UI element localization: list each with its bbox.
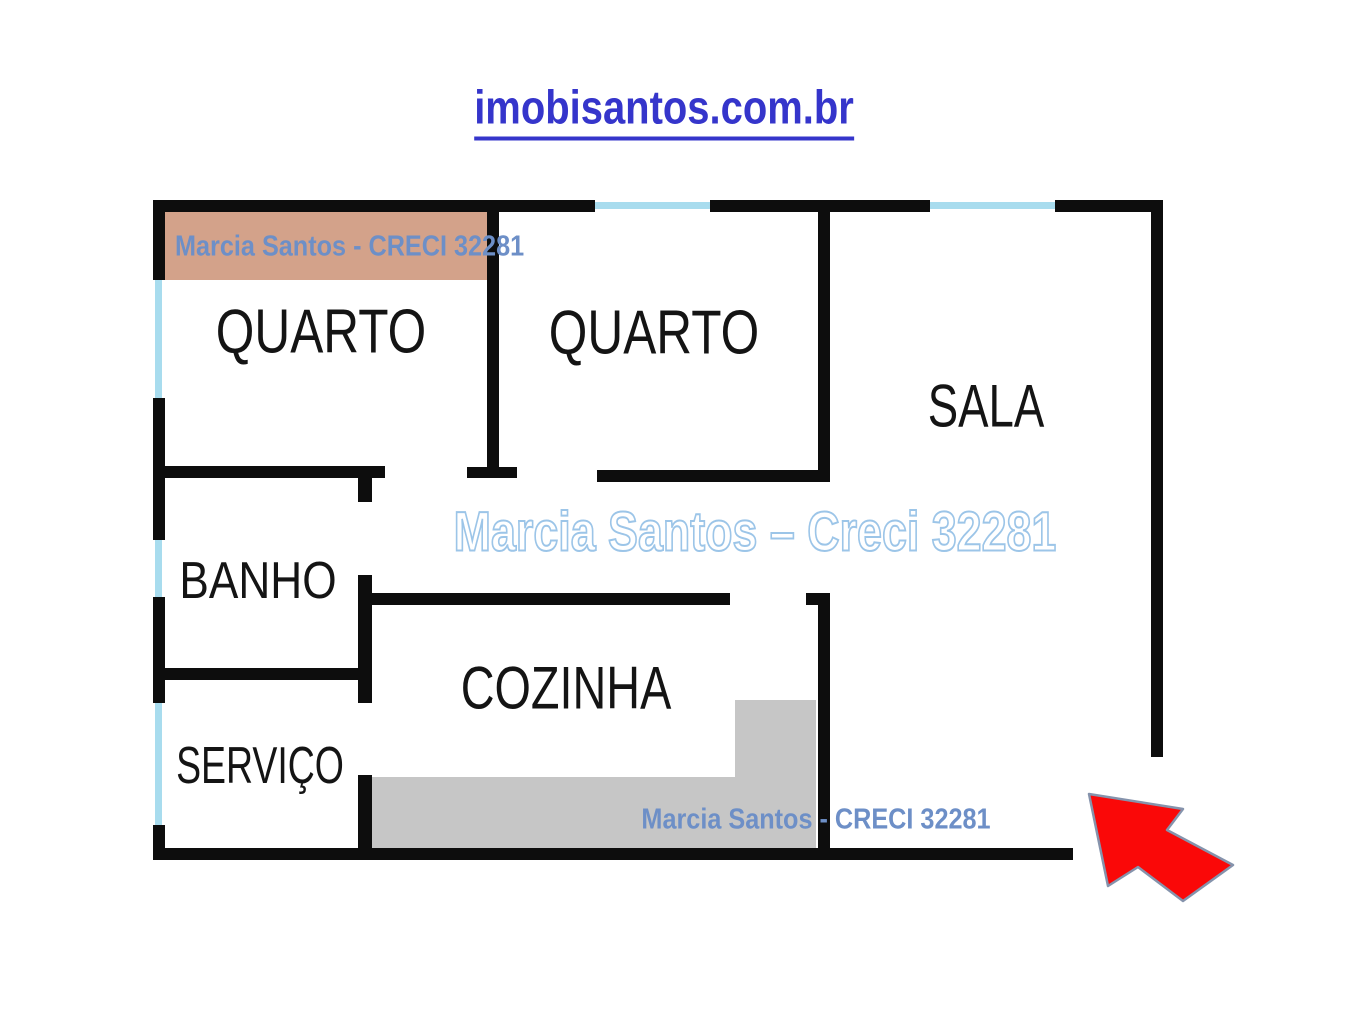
room-label-servico: SERVIÇO <box>176 737 344 795</box>
watermark-middle: Marcia Santos – Creci 32281 <box>453 499 1057 564</box>
room-label-cozinha: COZINHA <box>460 654 672 722</box>
wall-cozinha-right <box>818 593 830 860</box>
wall-quarto1-bottom <box>153 466 385 478</box>
window-top-sala <box>930 202 1055 209</box>
wall-left-segment-3 <box>153 597 165 703</box>
entrance-arrow-shape <box>1087 792 1235 903</box>
wall-top-segment-3 <box>1055 200 1163 212</box>
room-label-banho: BANHO <box>179 552 337 610</box>
wall-servico-right <box>358 775 372 860</box>
wall-bottom <box>153 848 1073 860</box>
wall-divider-quartos-foot <box>467 467 517 478</box>
window-left-quarto1 <box>155 280 162 398</box>
wall-banho-door-jamb <box>358 478 372 502</box>
room-label-quarto-2: QUARTO <box>548 298 760 368</box>
wall-left-segment-1 <box>153 200 165 280</box>
window-top-quarto2 <box>595 202 710 209</box>
room-label-quarto-1: QUARTO <box>215 297 427 367</box>
site-title-link[interactable]: imobisantos.com.br <box>474 80 854 141</box>
wall-divider-quarto2-sala <box>818 212 830 470</box>
wall-right <box>1151 200 1163 757</box>
wall-top-segment-2 <box>710 200 930 212</box>
watermark-bottom: Marcia Santos - CRECI 32281 <box>641 803 991 836</box>
window-left-banho <box>155 540 162 597</box>
wall-top-segment-1 <box>153 200 595 212</box>
kitchen-counter-area-bottom <box>368 777 735 848</box>
wall-banho-bottom <box>153 668 372 680</box>
room-label-sala: SALA <box>927 372 1045 440</box>
kitchen-counter-area-right <box>735 700 816 848</box>
watermark-top: Marcia Santos - CRECI 32281 <box>175 230 525 263</box>
wall-quarto2-bottom <box>597 470 830 482</box>
wall-cozinha-top <box>358 593 730 605</box>
window-left-servico <box>155 703 162 825</box>
wall-divider-quartos <box>487 212 499 467</box>
highlight-band <box>165 212 487 280</box>
